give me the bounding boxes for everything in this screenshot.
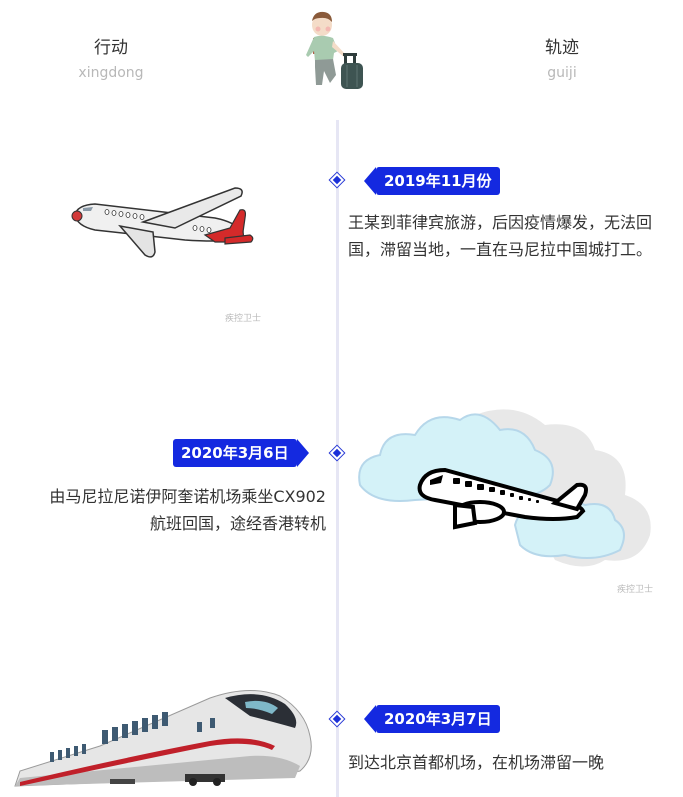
event-description-2: 由马尼拉尼诺伊阿奎诺机场乘坐CX902 航班回国，途经香港转机: [0, 483, 326, 537]
date-badge-1: 2019年11月份: [364, 167, 500, 195]
header-action-title: 行动: [94, 38, 128, 58]
event-description-2-line-1: 由马尼拉尼诺伊阿奎诺机场乘坐CX902: [49, 487, 326, 506]
header-action-column: 行动 xingdong: [41, 36, 181, 84]
watermark-2: 疾控卫士: [617, 585, 654, 595]
header-trajectory-title: 轨迹: [545, 38, 579, 58]
header-trajectory-subtitle: guiji: [547, 65, 577, 81]
header-action-subtitle: xingdong: [78, 65, 144, 81]
timeline-marker-3: [328, 710, 346, 728]
timeline-marker-1: [328, 171, 346, 189]
header-trajectory-column: 轨迹 guiji: [492, 36, 632, 84]
red-tail-airplane-illustration: [65, 180, 260, 279]
high-speed-train-illustration: [10, 686, 320, 795]
traveler-illustration: [300, 5, 380, 90]
event-description-1: 王某到菲律宾旅游，后因疫情爆发，无法回国，滞留当地，一直在马尼拉中国城打工。: [348, 213, 653, 259]
event-description-2-line-2: 航班回国，途经香港转机: [149, 514, 326, 533]
date-badge-2: 2020年3月6日: [173, 439, 309, 467]
watermark-1: 疾控卫士: [225, 314, 262, 324]
timeline-marker-2: [328, 444, 346, 462]
event-description-3: 到达北京首都机场，在机场滞留一晚: [348, 753, 605, 772]
date-badge-3: 2020年3月7日: [364, 705, 500, 733]
airplane-in-clouds-illustration: [355, 405, 675, 579]
